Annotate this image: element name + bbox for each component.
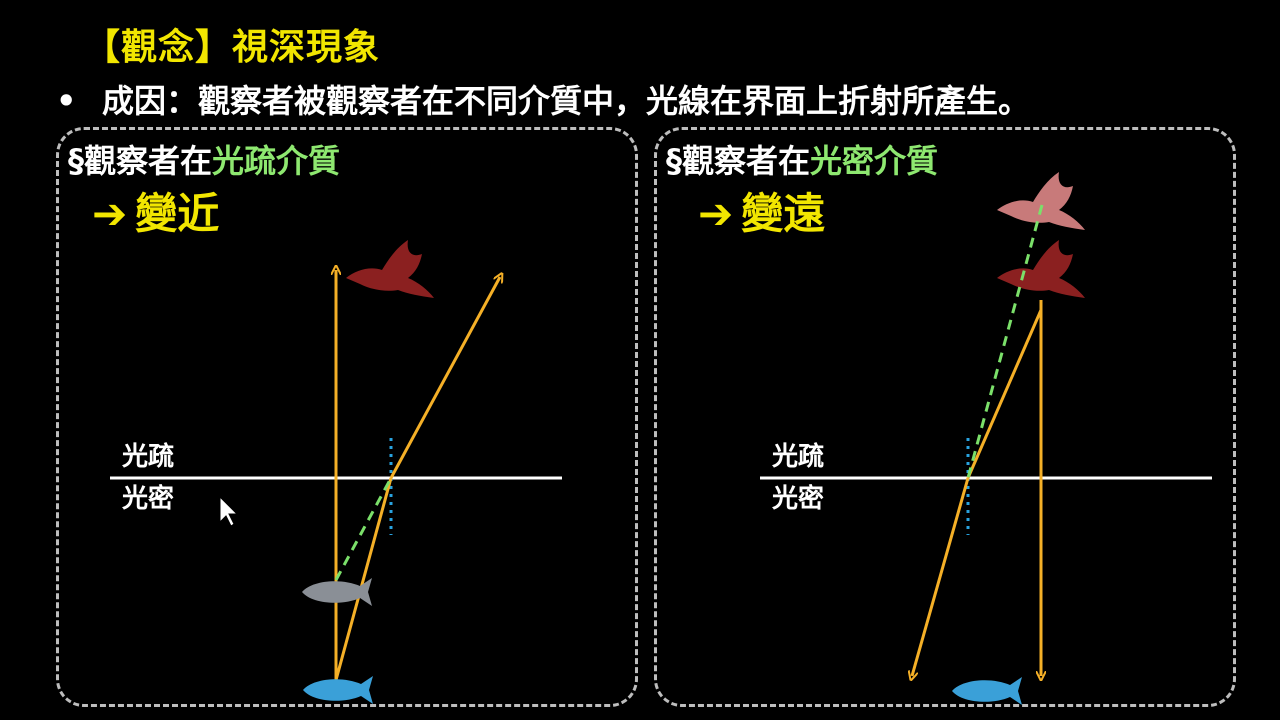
fish-icon [952,677,1022,705]
fish-icon [303,676,373,704]
bird-icon [346,240,434,298]
page-title: 【觀念】視深現象 [84,27,381,68]
bird-icon [997,172,1085,230]
refracted-ray-lower [334,477,393,681]
virtual-ray [966,204,1044,479]
bullet-symbol: • [56,82,77,120]
right-result: ➔變遠 [698,180,825,241]
right-title-medium: 光密介質 [810,142,939,180]
right-panel-title: §觀察者在光密介質 [666,136,938,182]
label-dense: 光密 [771,483,824,514]
left-result-text: 變近 [135,189,220,238]
arrow-right-icon: ➔ [92,189,128,238]
label-sparse: 光疏 [121,441,174,472]
label-dense: 光密 [121,483,174,514]
left-title-prefix: §觀察者在 [68,142,213,180]
cause-text: 成因：觀察者被觀察者在不同介質中，光線在界面上折射所產生。 [102,82,1031,120]
refracted-ray-lower [912,477,970,676]
virtual-ray [334,477,393,581]
right-title-prefix: §觀察者在 [666,142,811,180]
right-result-text: 變遠 [741,189,826,238]
left-result: ➔變近 [92,180,219,241]
panel-sparse-observer [56,127,638,707]
refracted-ray-upper [966,309,1043,479]
left-title-medium: 光疏介質 [212,142,341,180]
mouse-cursor-icon [219,495,239,527]
left-diagram: 光疏 光密 [110,240,562,704]
panel-dense-observer [654,127,1236,707]
bird-icon [997,240,1085,298]
refracted-ray-upper [389,277,500,479]
cause-bullet: • 成因：觀察者被觀察者在不同介質中，光線在界面上折射所產生。 [56,76,1030,122]
right-diagram: 光疏 光密 [760,172,1212,705]
arrow-right-icon: ➔ [698,189,734,238]
left-panel-title: §觀察者在光疏介質 [68,136,340,182]
label-sparse: 光疏 [771,441,824,472]
